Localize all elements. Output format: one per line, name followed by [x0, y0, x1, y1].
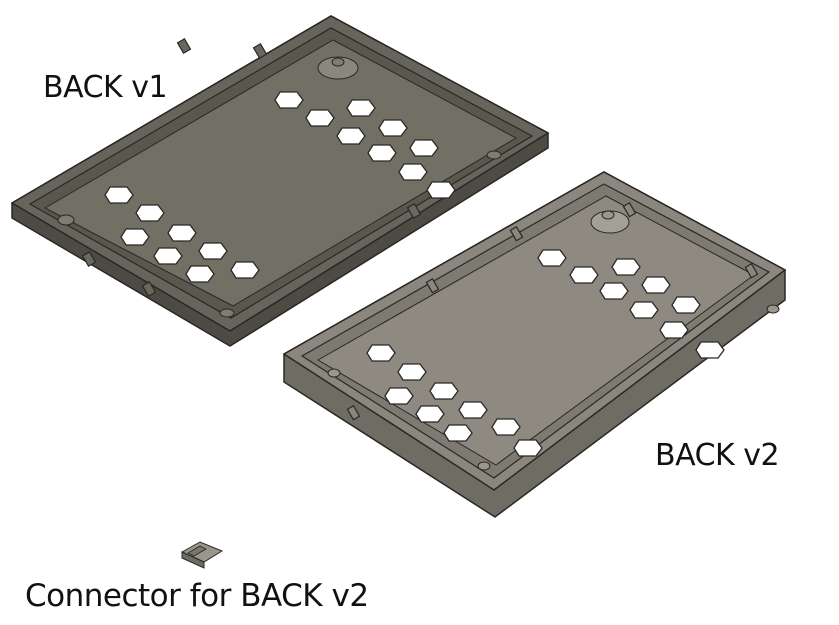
back-v1-label: BACK v1 [43, 70, 168, 105]
back-v2-label: BACK v2 [655, 438, 780, 473]
connector-label: Connector for BACK v2 [25, 578, 369, 614]
connector-part [180, 541, 224, 569]
back-v1-tray [10, 15, 550, 347]
screw-boss-icon [57, 56, 502, 318]
screw-boss-icon [327, 210, 780, 471]
back-v2-tray [282, 171, 787, 518]
